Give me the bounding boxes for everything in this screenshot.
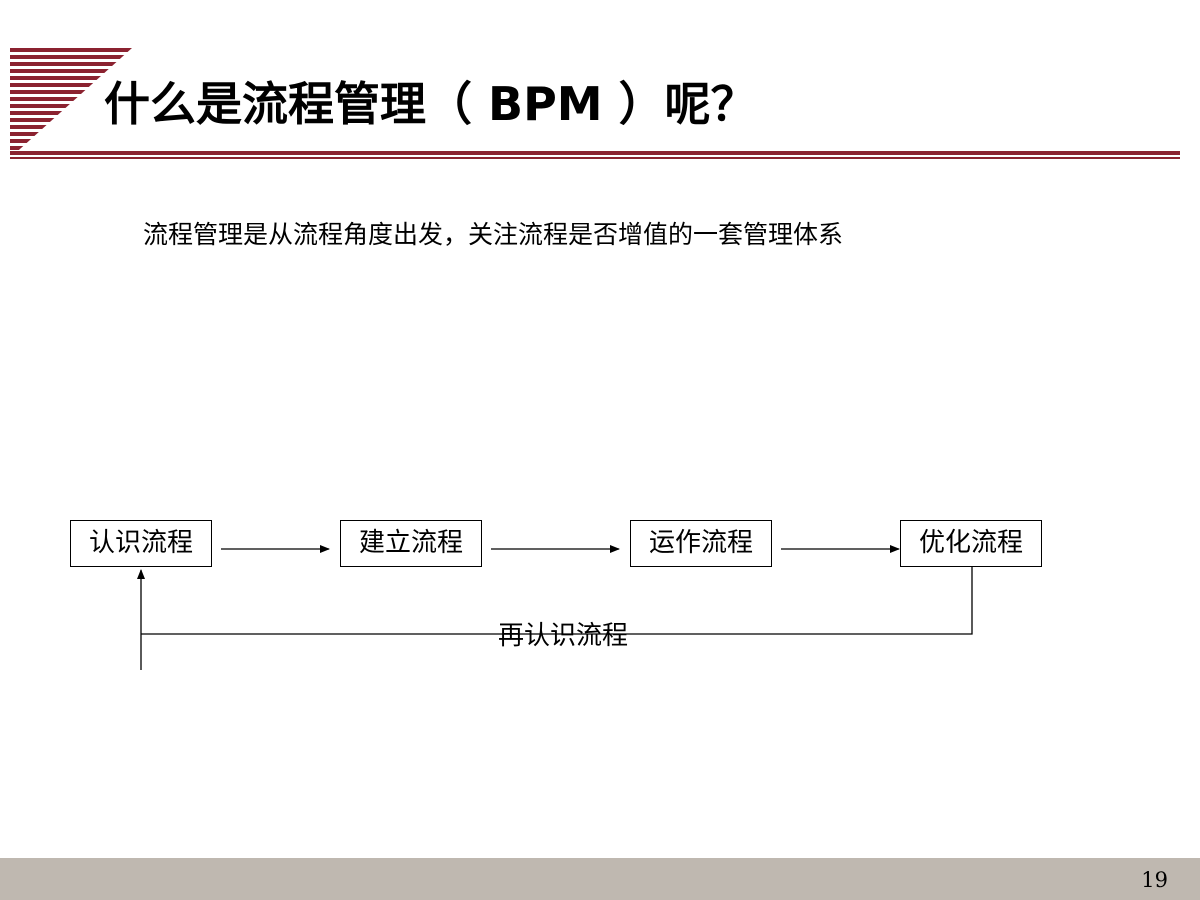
header-stripe-decoration xyxy=(10,48,1180,159)
step-box-optimize: 优化流程 xyxy=(900,520,1042,567)
footer-bar: 19 xyxy=(0,858,1200,900)
header-rule-thin xyxy=(10,157,1180,159)
feedback-loop-label: 再认识流程 xyxy=(498,621,629,651)
step-box-recognize: 认识流程 xyxy=(70,520,212,567)
definition-text: 流程管理是从流程角度出发，关注流程是否增值的一套管理体系 xyxy=(143,220,844,249)
header-rule-thick xyxy=(10,151,1180,155)
step-box-establish: 建立流程 xyxy=(340,520,482,567)
step-box-operate: 运作流程 xyxy=(630,520,772,567)
feedback-loop-line xyxy=(141,567,973,635)
page-number: 19 xyxy=(1141,868,1168,892)
page-title: 什么是流程管理（ BPM ）呢？ xyxy=(104,77,757,131)
